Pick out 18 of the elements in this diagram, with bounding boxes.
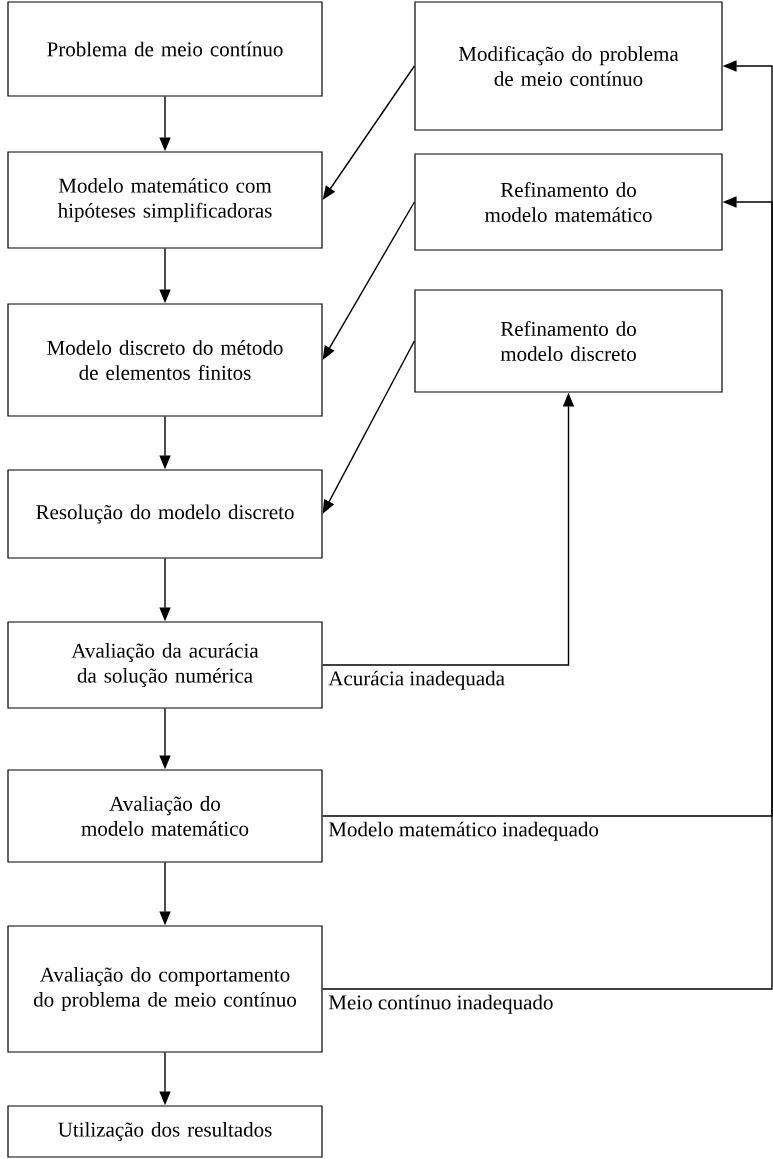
arrow xyxy=(322,201,416,360)
arrow xyxy=(321,60,773,990)
process-box: Avaliação do modelo matemático xyxy=(7,769,323,863)
process-box: Modelo matemático com hipóteses simplificadoras xyxy=(7,151,323,249)
edge-label: Modelo matemático inadequado xyxy=(328,821,599,841)
process-box: Refinamento do modelo discreto xyxy=(414,289,723,393)
edge-label: Meio contínuo inadequado xyxy=(328,994,553,1014)
process-box: Refinamento do modelo matemático xyxy=(414,153,723,251)
process-box: Resolução do modelo discreto xyxy=(7,469,323,559)
edge-label: Acurácia inadequada xyxy=(328,670,505,690)
process-box: Problema de meio contínuo xyxy=(7,1,323,97)
process-box: Utilização dos resultados xyxy=(7,1105,323,1158)
arrow xyxy=(321,196,773,817)
arrow xyxy=(322,340,416,514)
process-box: Avaliação do comportamento do problema de meio contínuo xyxy=(7,925,323,1053)
process-box: Modelo discreto do método de elementos finitos xyxy=(7,303,323,417)
process-box: Modificação do problema de meio contínuo xyxy=(414,1,723,131)
process-box: Avaliação da acurácia da solução numérica xyxy=(7,621,323,709)
